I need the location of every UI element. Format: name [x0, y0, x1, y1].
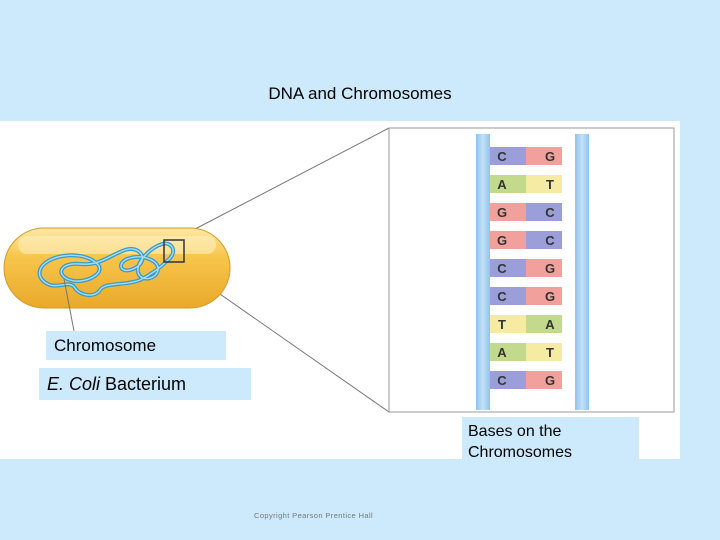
- base-right: [526, 371, 562, 389]
- base-left: [490, 203, 526, 221]
- base-right-letter: T: [546, 177, 554, 192]
- base-right-letter: T: [546, 345, 554, 360]
- slide-title: DNA and Chromosomes: [268, 84, 452, 103]
- bacterium-label: E. Coli Bacterium: [39, 368, 251, 400]
- chromosome-strand-highlight: [38, 242, 174, 296]
- base-right: [526, 287, 562, 305]
- backbone-left: [476, 134, 490, 410]
- base-left-letter: C: [497, 149, 507, 164]
- zoom-square: [163, 239, 185, 263]
- base-right-letter: A: [545, 317, 555, 332]
- base-right-letter: G: [545, 149, 555, 164]
- base-left-letter: A: [497, 345, 507, 360]
- base-left-letter: C: [497, 373, 507, 388]
- base-right: [526, 315, 562, 333]
- bacterium-label-rest: Bacterium: [100, 374, 187, 394]
- base-right-letter: C: [545, 233, 555, 248]
- bacterium-label-italic: E. Coli: [47, 374, 101, 394]
- base-right: [526, 147, 562, 165]
- backbone-right: [575, 134, 589, 410]
- base-left: [490, 231, 526, 249]
- base-left-letter: G: [497, 233, 507, 248]
- base-right: [526, 175, 562, 193]
- base-right-letter: G: [545, 289, 555, 304]
- base-left: [490, 343, 526, 361]
- base-right-letter: G: [545, 373, 555, 388]
- base-right-letter: G: [545, 261, 555, 276]
- base-left-letter: A: [497, 177, 507, 192]
- base-left-letter: C: [497, 261, 507, 276]
- base-left: [490, 371, 526, 389]
- zoom-line-top: [173, 127, 390, 241]
- chromosome-label: Chromosome: [46, 331, 226, 360]
- chromosome-pointer-line: [63, 278, 75, 332]
- base-left: [490, 259, 526, 277]
- base-left: [490, 147, 526, 165]
- base-left-letter: C: [497, 289, 507, 304]
- copyright-notice: Copyright Pearson Prentice Hall: [254, 511, 374, 520]
- base-left-letter: G: [497, 205, 507, 220]
- base-right: [526, 259, 562, 277]
- bases-label: Bases on the Chromosomes: [462, 417, 639, 462]
- bacterium-cell: [3, 227, 231, 309]
- base-right-letter: C: [545, 205, 555, 220]
- base-left-letter: T: [498, 317, 506, 332]
- base-left: [490, 315, 526, 333]
- base-left: [490, 287, 526, 305]
- base-right: [526, 231, 562, 249]
- base-right: [526, 203, 562, 221]
- base-left: [490, 175, 526, 193]
- base-right: [526, 343, 562, 361]
